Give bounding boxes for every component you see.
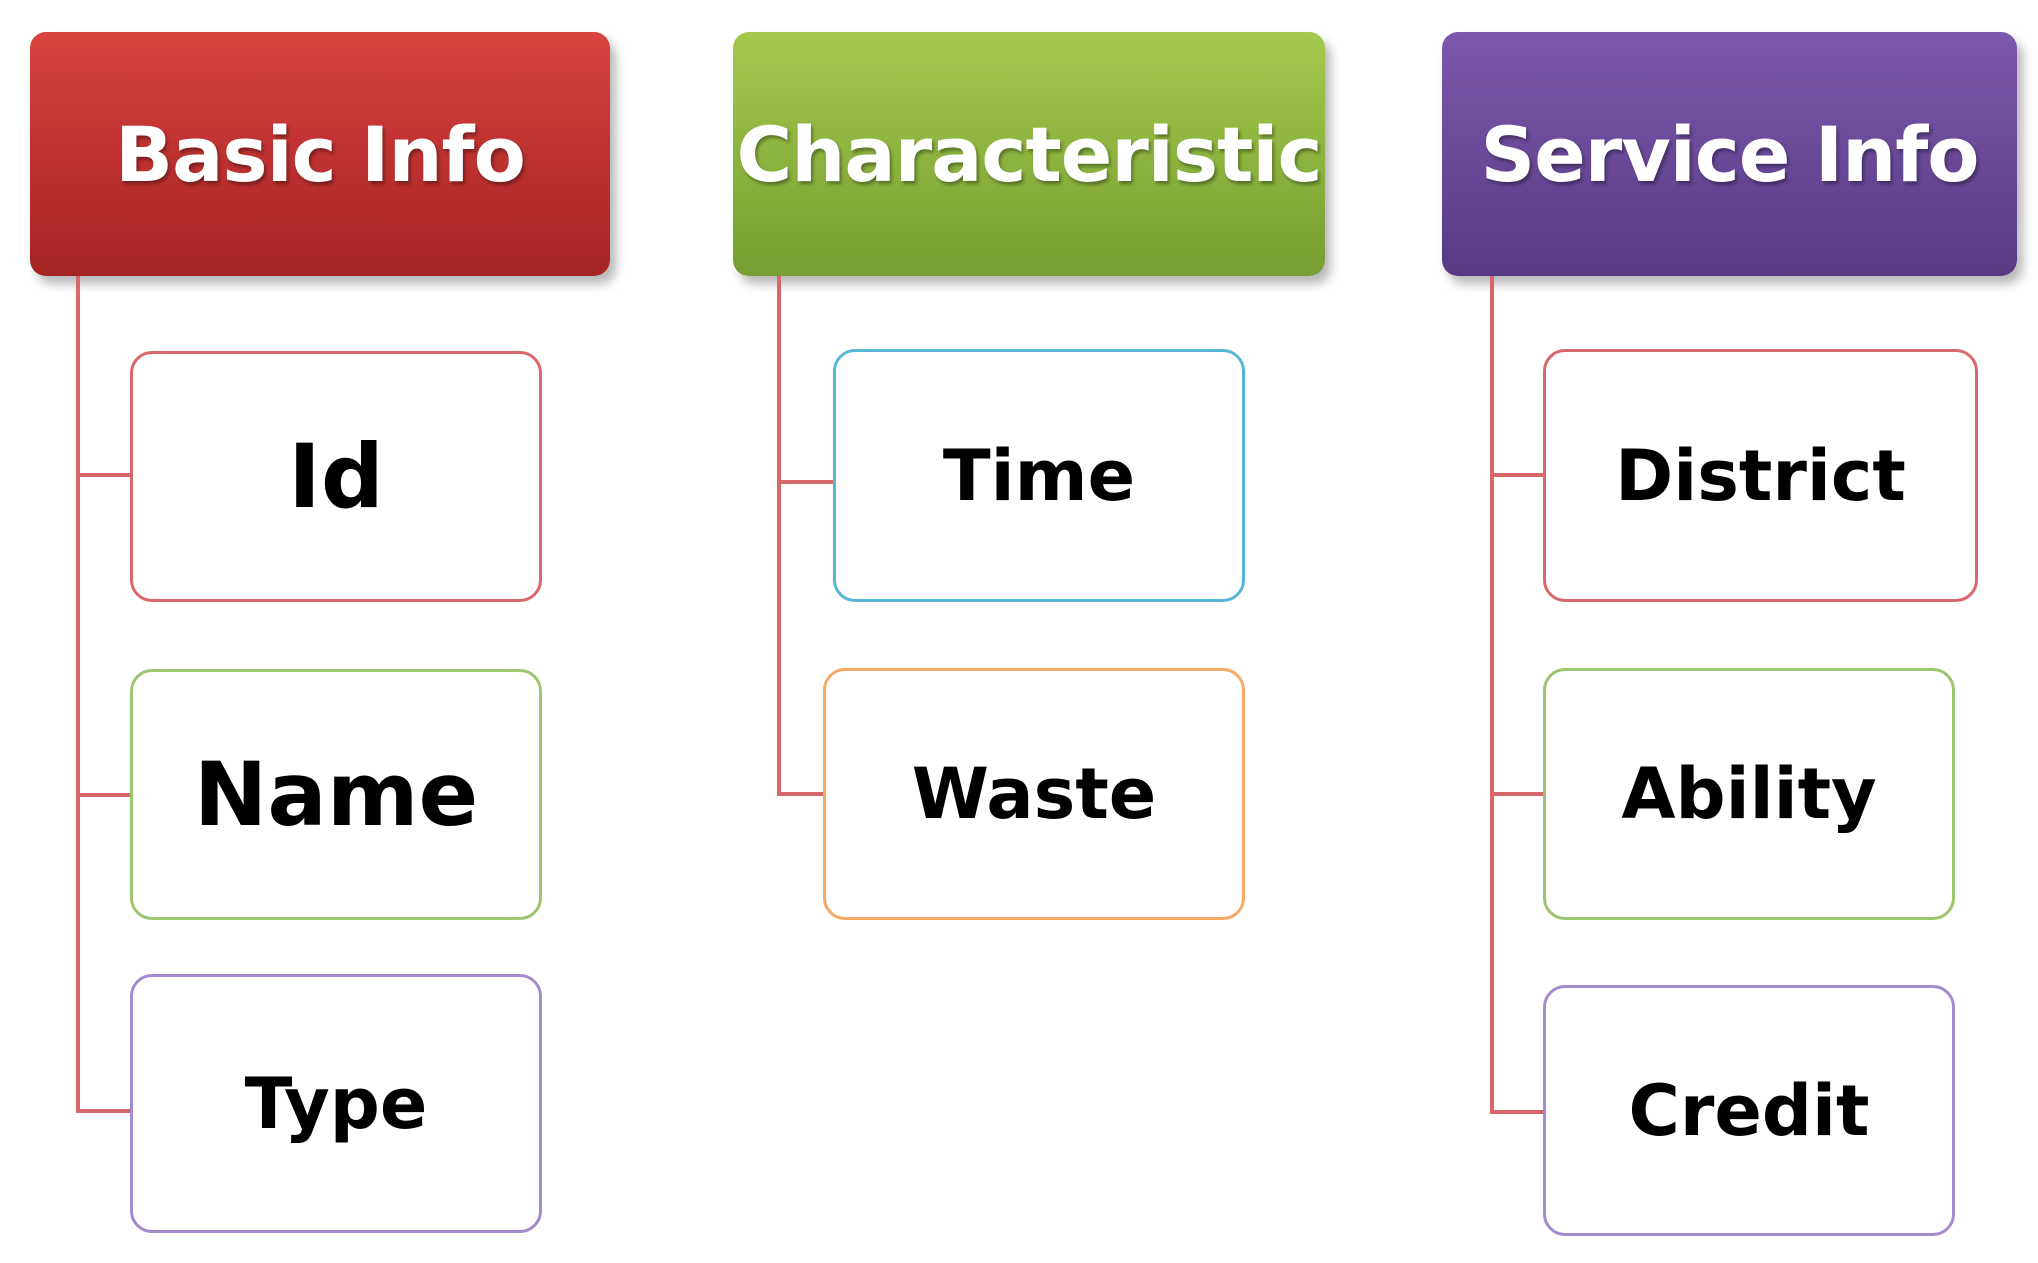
service-info-connector-credit: [1490, 1110, 1546, 1114]
characteristic-header: Characteristic: [733, 32, 1325, 276]
basic-info-connector-vertical: [76, 276, 80, 1113]
basic-info-header: Basic Info: [30, 32, 610, 276]
name-node: Name: [130, 669, 542, 920]
service-info-connector-district: [1490, 473, 1546, 477]
credit-node: Credit: [1543, 985, 1955, 1236]
service-info-connector-ability: [1490, 792, 1546, 796]
time-node: Time: [833, 349, 1245, 602]
service-info-header: Service Info: [1442, 32, 2017, 276]
characteristic-connector-waste: [777, 792, 827, 796]
type-node: Type: [130, 974, 542, 1233]
service-info-connector-vertical: [1490, 276, 1494, 1114]
characteristic-connector-vertical: [777, 276, 781, 796]
id-node: Id: [130, 351, 542, 602]
waste-node: Waste: [823, 668, 1245, 920]
basic-info-connector-type: [76, 1109, 132, 1113]
district-node: District: [1543, 349, 1978, 602]
basic-info-connector-name: [76, 793, 132, 797]
characteristic-connector-time: [777, 480, 835, 484]
basic-info-connector-id: [76, 473, 132, 477]
ability-node: Ability: [1543, 668, 1955, 920]
